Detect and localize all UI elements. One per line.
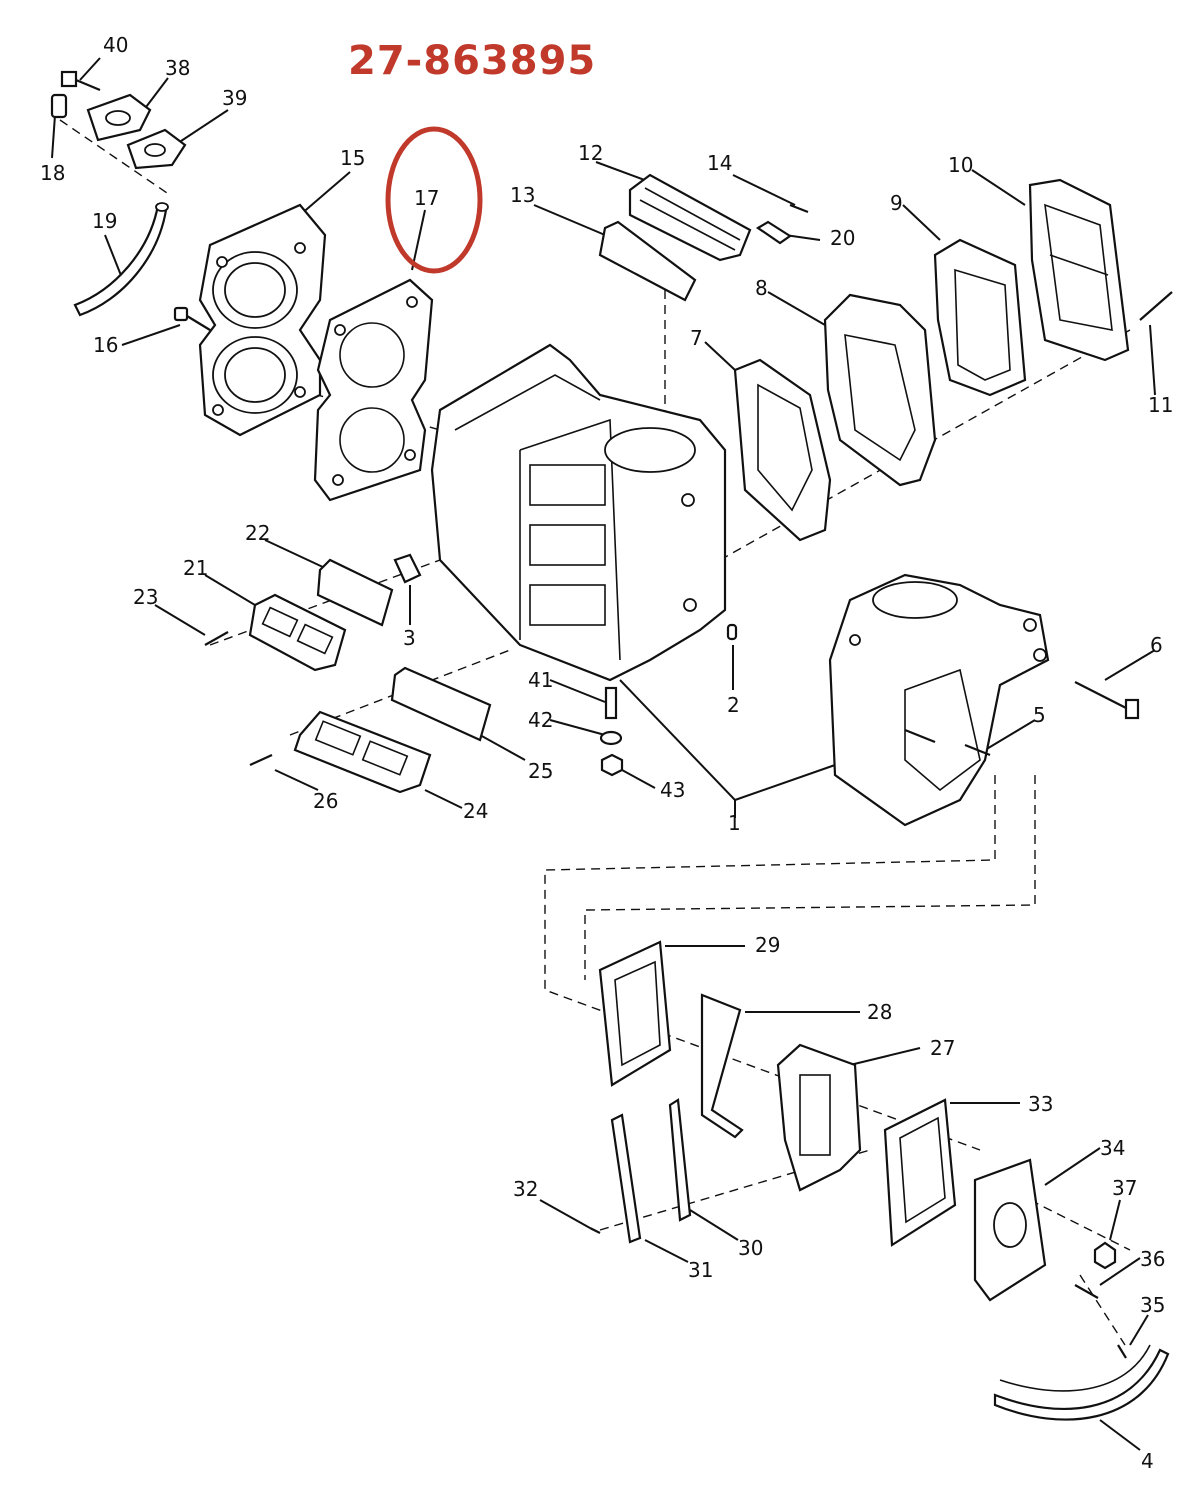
bolt-36 xyxy=(1074,1284,1099,1299)
hose-4 xyxy=(993,1344,1170,1421)
callout-11: 11 xyxy=(1148,393,1173,417)
bolt-11 xyxy=(1139,291,1173,321)
bolt-40 xyxy=(60,70,101,92)
fitting-18 xyxy=(50,93,68,119)
washer-42 xyxy=(599,730,623,746)
callout-14: 14 xyxy=(707,151,732,175)
callout-34: 34 xyxy=(1100,1136,1125,1160)
cylinder-head-15 xyxy=(198,203,327,437)
screw-26 xyxy=(249,753,273,767)
callout-35: 35 xyxy=(1140,1293,1165,1317)
callout-8: 8 xyxy=(755,276,768,300)
reed-block-24 xyxy=(293,710,432,794)
fitting-3 xyxy=(393,553,422,584)
gasket-22 xyxy=(316,558,394,627)
callout-21: 21 xyxy=(183,556,208,580)
stud-41 xyxy=(604,686,618,720)
callout-16: 16 xyxy=(93,333,118,357)
leader-lines xyxy=(51,57,1156,1451)
callout-40: 40 xyxy=(103,33,128,57)
part-number-title: 27-863895 xyxy=(348,38,597,84)
head-gasket-17 xyxy=(313,278,434,502)
callout-22: 22 xyxy=(245,521,270,545)
callout-labels: 40 38 39 18 15 17 19 16 12 13 14 20 10 9… xyxy=(40,33,1173,1473)
nut-37 xyxy=(1093,1241,1117,1270)
gasket-28 xyxy=(700,993,744,1139)
callout-38: 38 xyxy=(165,56,190,80)
callout-24: 24 xyxy=(463,799,488,823)
callout-28: 28 xyxy=(867,1000,892,1024)
callout-15: 15 xyxy=(340,146,365,170)
gasket-25 xyxy=(390,666,492,742)
callout-6: 6 xyxy=(1150,633,1163,657)
screw-16 xyxy=(173,306,211,331)
callout-20: 20 xyxy=(830,226,855,250)
callout-18: 18 xyxy=(40,161,65,185)
exhaust-cover-10 xyxy=(1028,178,1130,362)
callout-29: 29 xyxy=(755,933,780,957)
callout-3: 3 xyxy=(403,626,416,650)
callout-31: 31 xyxy=(688,1258,713,1282)
gasket-13 xyxy=(598,220,697,302)
screw-14 xyxy=(789,203,809,214)
callout-1: 1 xyxy=(728,811,741,835)
reed-block-21 xyxy=(248,593,347,672)
callout-4: 4 xyxy=(1141,1449,1154,1473)
callout-43: 43 xyxy=(660,778,685,802)
gasket-29 xyxy=(598,940,672,1087)
callout-42: 42 xyxy=(528,708,553,732)
callout-12: 12 xyxy=(578,141,603,165)
gasket-33 xyxy=(883,1098,957,1247)
callout-7: 7 xyxy=(690,326,703,350)
plate-34 xyxy=(973,1158,1047,1302)
callout-10: 10 xyxy=(948,153,973,177)
callout-32: 32 xyxy=(513,1177,538,1201)
callout-25: 25 xyxy=(528,759,553,783)
callout-30: 30 xyxy=(738,1236,763,1260)
hose-19 xyxy=(73,202,169,317)
transfer-cover-8 xyxy=(823,293,937,487)
callout-37: 37 xyxy=(1112,1176,1137,1200)
gasket-7 xyxy=(733,358,832,542)
nut-43 xyxy=(600,753,624,777)
gasket-39 xyxy=(126,128,187,170)
screw-23 xyxy=(204,631,229,646)
pin-35 xyxy=(1117,1344,1127,1359)
highlight-circle-17 xyxy=(385,126,483,274)
reed-30 xyxy=(668,1098,692,1222)
callout-2: 2 xyxy=(727,693,740,717)
cover-38 xyxy=(86,93,152,142)
reed-stop-31 xyxy=(610,1113,642,1244)
reed-plate-27 xyxy=(776,1043,862,1192)
gasket-9 xyxy=(933,238,1027,397)
bolt-6 xyxy=(1074,681,1140,720)
callout-26: 26 xyxy=(313,789,338,813)
screw-32 xyxy=(589,1227,601,1234)
reed-block-12 xyxy=(628,173,752,262)
callout-36: 36 xyxy=(1140,1247,1165,1271)
callout-23: 23 xyxy=(133,585,158,609)
cylinder-block xyxy=(430,343,727,682)
callout-39: 39 xyxy=(222,86,247,110)
plate-20 xyxy=(755,220,792,245)
callout-27: 27 xyxy=(930,1036,955,1060)
callout-13: 13 xyxy=(510,183,535,207)
callout-41: 41 xyxy=(528,668,553,692)
crankcase xyxy=(828,573,1050,827)
callout-33: 33 xyxy=(1028,1092,1053,1116)
callout-17: 17 xyxy=(414,186,439,210)
studs-5 xyxy=(904,728,991,757)
callout-19: 19 xyxy=(92,209,117,233)
pin-2 xyxy=(726,623,738,641)
callout-9: 9 xyxy=(890,191,903,215)
callout-5: 5 xyxy=(1033,703,1046,727)
